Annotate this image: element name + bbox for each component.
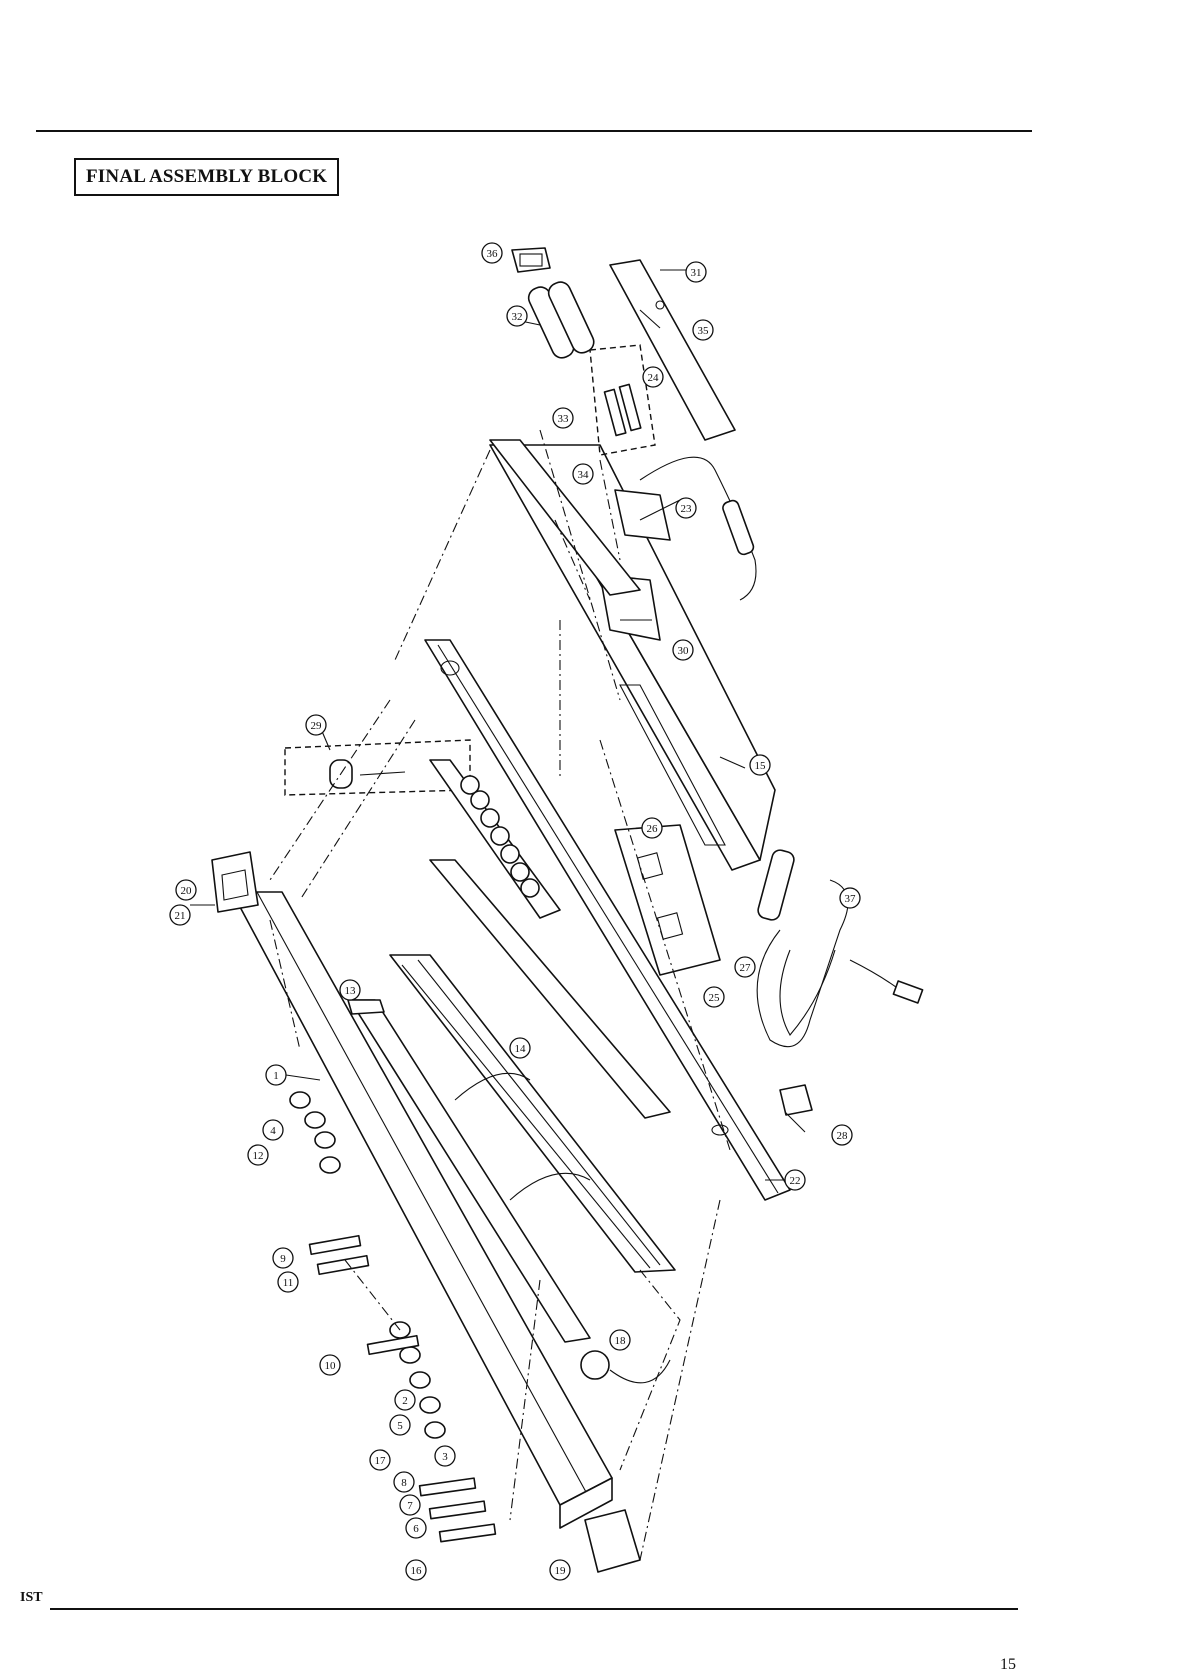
callout-25: 25 <box>704 987 724 1007</box>
svg-text:21: 21 <box>175 910 186 922</box>
callout-28: 28 <box>832 1125 852 1145</box>
callout-33: 33 <box>553 408 573 428</box>
callout-36: 36 <box>482 243 502 263</box>
part-bracket-24 <box>590 345 655 455</box>
svg-text:7: 7 <box>407 1500 413 1512</box>
part-bracket-20 <box>212 852 258 912</box>
callout-11: 11 <box>278 1272 298 1292</box>
callout-26: 26 <box>642 818 662 838</box>
callout-30: 30 <box>673 640 693 660</box>
callout-34: 34 <box>573 464 593 484</box>
svg-text:26: 26 <box>647 823 659 835</box>
callout-22: 22 <box>785 1170 805 1190</box>
svg-text:25: 25 <box>709 992 721 1004</box>
callout-20: 20 <box>176 880 196 900</box>
callout-12: 12 <box>248 1145 268 1165</box>
callout-4: 4 <box>263 1120 283 1140</box>
svg-text:3: 3 <box>442 1451 448 1463</box>
callout-37: 37 <box>840 888 860 908</box>
callout-35: 35 <box>693 320 713 340</box>
callout-32: 32 <box>507 306 527 326</box>
svg-text:14: 14 <box>515 1043 527 1055</box>
svg-text:23: 23 <box>681 503 693 515</box>
part-cap-36 <box>512 248 550 272</box>
callout-21: 21 <box>170 905 190 925</box>
callout-1: 1 <box>266 1065 286 1085</box>
svg-text:35: 35 <box>698 325 710 337</box>
svg-text:4: 4 <box>270 1125 276 1137</box>
callout-5: 5 <box>390 1415 410 1435</box>
svg-text:31: 31 <box>691 267 702 279</box>
page-number: 15 <box>1000 1656 1016 1674</box>
callout-9: 9 <box>273 1248 293 1268</box>
callout-13: 13 <box>340 980 360 1000</box>
svg-text:37: 37 <box>845 893 857 905</box>
svg-text:2: 2 <box>402 1395 408 1407</box>
svg-text:5: 5 <box>397 1420 403 1432</box>
callout-17: 17 <box>370 1450 390 1470</box>
svg-text:24: 24 <box>648 372 660 384</box>
callout-19: 19 <box>550 1560 570 1580</box>
svg-text:15: 15 <box>755 760 767 772</box>
footer-tag: IST <box>20 1590 43 1606</box>
svg-text:20: 20 <box>181 885 193 897</box>
svg-text:9: 9 <box>280 1253 286 1265</box>
svg-text:12: 12 <box>253 1150 264 1162</box>
part-keys-bottom <box>420 1478 496 1542</box>
callout-10: 10 <box>320 1355 340 1375</box>
callout-2: 2 <box>395 1390 415 1410</box>
part-foot-19 <box>585 1510 640 1572</box>
svg-text:18: 18 <box>615 1335 627 1347</box>
callout-27: 27 <box>735 957 755 977</box>
svg-text:8: 8 <box>401 1477 407 1489</box>
svg-text:28: 28 <box>837 1130 849 1142</box>
svg-text:11: 11 <box>283 1277 294 1289</box>
part-cable-37 <box>756 848 922 1046</box>
part-jack-28 <box>780 1085 812 1115</box>
svg-text:27: 27 <box>740 962 752 974</box>
svg-text:19: 19 <box>555 1565 567 1577</box>
footer-rule <box>50 1608 1018 1610</box>
callout-3: 3 <box>435 1446 455 1466</box>
callout-7: 7 <box>400 1495 420 1515</box>
svg-text:17: 17 <box>375 1455 387 1467</box>
part-roller-board <box>430 760 560 918</box>
callout-16: 16 <box>406 1560 426 1580</box>
svg-text:16: 16 <box>411 1565 423 1577</box>
svg-text:34: 34 <box>578 469 590 481</box>
part-handle <box>525 279 597 361</box>
svg-text:22: 22 <box>790 1175 801 1187</box>
svg-text:13: 13 <box>345 985 357 997</box>
callout-23: 23 <box>676 498 696 518</box>
svg-text:32: 32 <box>512 311 523 323</box>
svg-text:30: 30 <box>678 645 690 657</box>
svg-text:6: 6 <box>413 1523 419 1535</box>
callout-14: 14 <box>510 1038 530 1058</box>
svg-text:1: 1 <box>273 1070 279 1082</box>
svg-text:10: 10 <box>325 1360 337 1372</box>
callout-29: 29 <box>306 715 326 735</box>
callout-8: 8 <box>394 1472 414 1492</box>
svg-text:29: 29 <box>311 720 323 732</box>
callout-24: 24 <box>643 367 663 387</box>
svg-text:33: 33 <box>558 413 570 425</box>
svg-text:36: 36 <box>487 248 499 260</box>
callout-18: 18 <box>610 1330 630 1350</box>
callout-15: 15 <box>750 755 770 775</box>
callout-6: 6 <box>406 1518 426 1538</box>
callout-31: 31 <box>686 262 706 282</box>
